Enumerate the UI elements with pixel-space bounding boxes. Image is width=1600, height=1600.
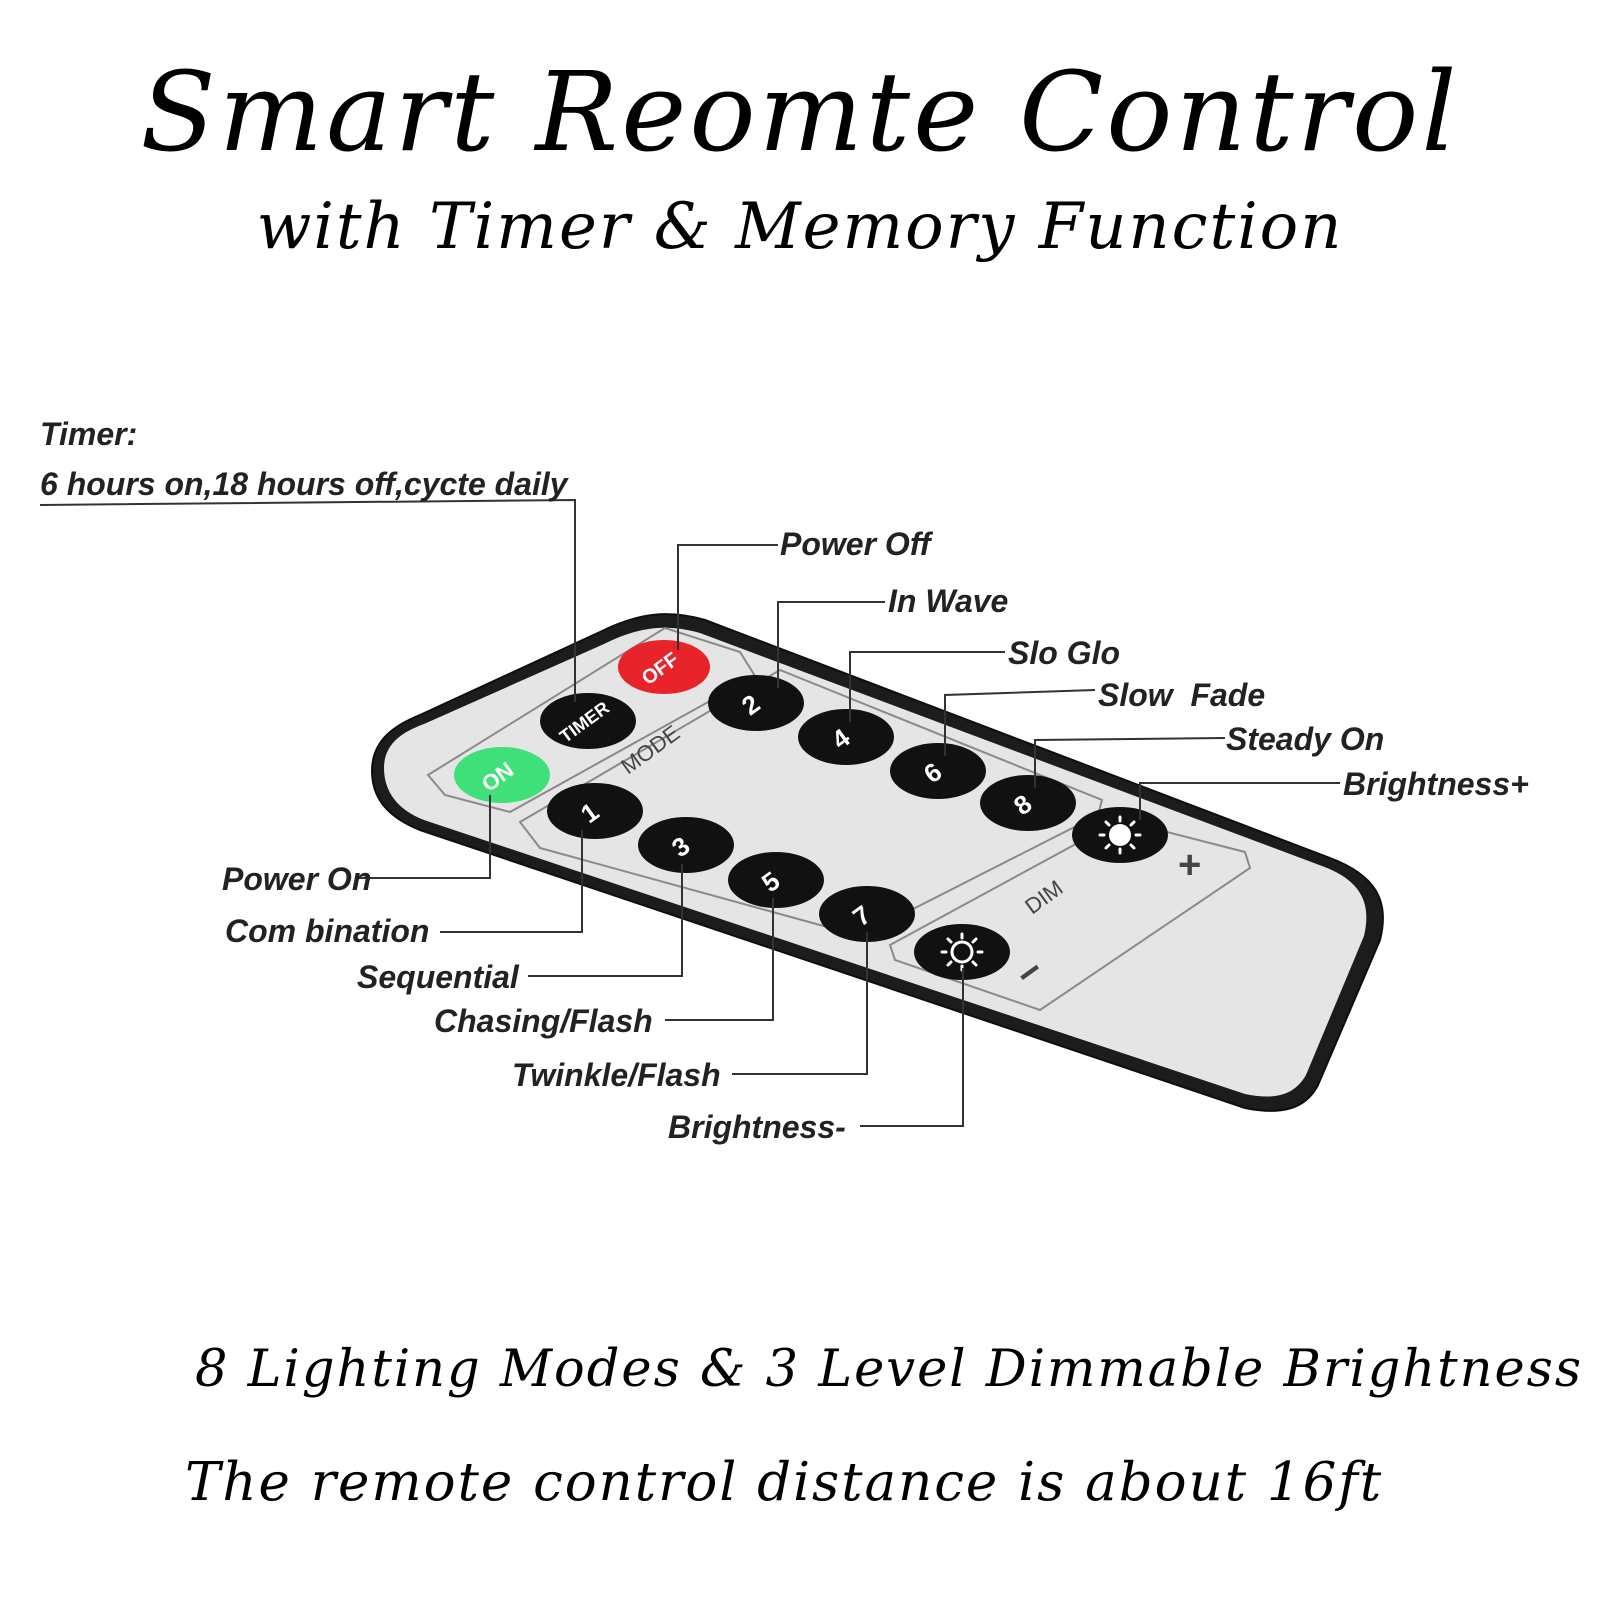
page-subtitle: with Timer & Memory Function <box>256 190 1344 264</box>
callout-brightness-minus: Brightness- <box>668 1109 846 1145</box>
plus-label: + <box>1178 843 1201 887</box>
mode-button-8[interactable]: 8 <box>980 775 1076 831</box>
callout-slo-glo: Slo Glo <box>1008 635 1120 671</box>
mode-button-3[interactable]: 3 <box>638 817 734 873</box>
callout-power-on: Power On <box>222 861 371 897</box>
mode-button-5[interactable]: 5 <box>728 852 824 908</box>
power-on-button[interactable]: ON <box>454 747 550 803</box>
mode-button-4[interactable]: 4 <box>798 709 894 765</box>
callout-chasing-flash: Chasing/Flash <box>434 1003 653 1039</box>
brightness-down-button[interactable] <box>914 924 1010 980</box>
feature-distance: The remote control distance is about 16f… <box>185 1452 1384 1513</box>
callout-sequential: Sequential <box>357 959 520 995</box>
mode-button-2[interactable]: 2 <box>708 675 804 731</box>
feature-modes: 8 Lighting Modes & 3 Level Dimmable Brig… <box>195 1340 1584 1399</box>
callout-slow-fade: Slow Fade <box>1098 677 1265 713</box>
remote-buttons: TIMER OFF ON 2 4 6 <box>454 640 1168 980</box>
callout-steady-on: Steady On <box>1226 721 1384 757</box>
timer-heading: Timer: <box>40 416 137 452</box>
callout-twinkle-flash: Twinkle/Flash <box>512 1057 721 1093</box>
brightness-up-button[interactable] <box>1072 807 1168 863</box>
callout-labels: Timer: 6 hours on,18 hours off,cycte dai… <box>40 416 1529 1145</box>
mode-button-7[interactable]: 7 <box>819 886 915 942</box>
timer-detail: 6 hours on,18 hours off,cycte daily <box>40 466 570 502</box>
timer-button[interactable]: TIMER <box>540 693 636 749</box>
mode-button-1[interactable]: 1 <box>547 783 643 839</box>
callout-in-wave: In Wave <box>888 583 1008 619</box>
page-title: Smart Reomte Control <box>140 48 1460 176</box>
leader-lines <box>39 498 1340 1127</box>
callout-combination: Com bination <box>225 913 429 949</box>
sun-icon <box>1098 815 1142 855</box>
callout-power-off: Power Off <box>780 526 934 562</box>
mode-button-6[interactable]: 6 <box>890 743 986 799</box>
sun-outline-icon <box>940 932 984 972</box>
callout-brightness-plus: Brightness+ <box>1343 766 1529 802</box>
power-off-button[interactable]: OFF <box>618 640 710 694</box>
